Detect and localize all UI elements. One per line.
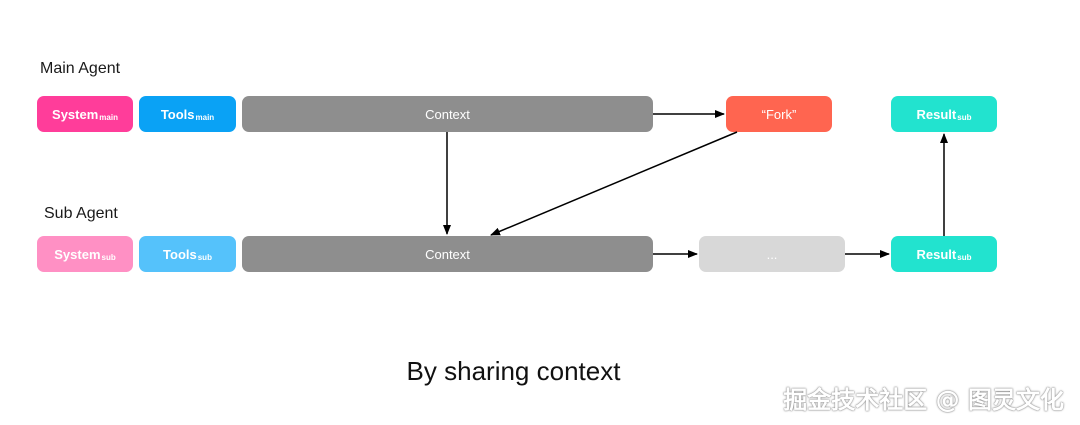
ellipsis-text: ... (766, 246, 778, 262)
main-tools-subscript: main (195, 112, 215, 122)
sub-system-subscript: sub (101, 252, 116, 262)
main-system-subscript: main (99, 112, 118, 122)
sub-result-subscript: sub (957, 252, 972, 262)
main-system-text: System (52, 106, 99, 122)
sub-system-text: System (54, 246, 101, 262)
diagram-caption: By sharing context (406, 356, 621, 386)
ellipsis-box: ... (699, 236, 845, 272)
sub-tools-text: Tools (163, 246, 197, 262)
main-result-text: Result (916, 106, 957, 122)
arrow-fork-to-sub-context (490, 131, 738, 236)
sub-context-box: Context (242, 236, 653, 272)
sub-tools-subscript: sub (197, 252, 212, 262)
main-context-text: Context (425, 106, 470, 122)
main-tools-text: Tools (160, 106, 195, 122)
sub-agent-label: Sub Agent (44, 205, 118, 222)
main-context-box: Context (242, 96, 653, 132)
fork-box: “Fork” (726, 96, 832, 132)
main-agent-label: Main Agent (40, 60, 121, 77)
main-result-subscript: sub (957, 112, 972, 122)
watermark: 掘金技术社区 @ 图灵文化 (783, 386, 1064, 414)
fork-text: “Fork” (761, 106, 797, 122)
sub-context-text: Context (425, 246, 470, 262)
sub-result-text: Result (916, 246, 957, 262)
